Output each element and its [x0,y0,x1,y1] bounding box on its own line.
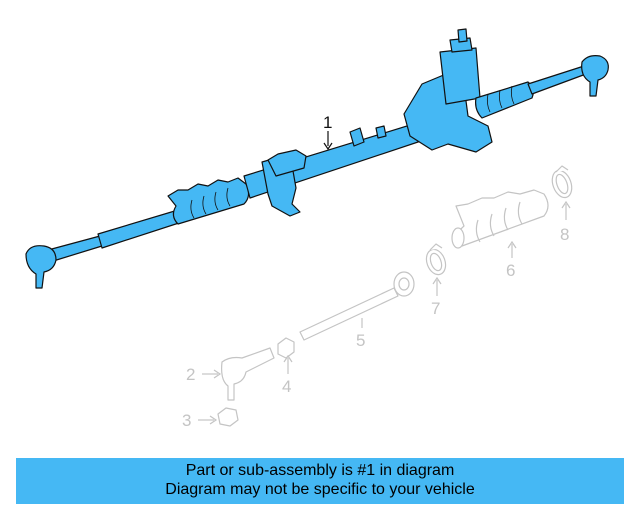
callout-6-label: 6 [506,261,515,280]
part-6-boot [451,189,549,249]
ghost-parts [217,165,573,427]
part-3-nut [217,407,239,427]
callout-3-label: 3 [182,411,191,430]
right-tie-rod-end [581,55,609,97]
right-boot [475,81,534,119]
left-tie-rod-end [25,245,57,289]
part-4-nut [277,337,295,359]
right-tie-rod [527,65,587,95]
part-7-clamp [425,243,447,276]
left-boot-ribs [190,187,231,219]
part-8-clamp [551,165,573,199]
pinion-housing [403,73,493,153]
callout-1: 1 [323,113,333,151]
banner-line-2: Diagram may not be specific to your vehi… [165,481,475,498]
housing-collar [349,127,365,147]
info-banner: Part or sub-assembly is #1 in diagram Di… [16,458,624,504]
part-5-inner-tie-rod [299,271,415,341]
banner-line-1: Part or sub-assembly is #1 in diagram [185,462,455,479]
right-boot-ribs [486,85,515,113]
left-inner-rod [97,209,183,249]
callout-1-label: 1 [323,113,332,132]
pinion-tower [439,47,481,105]
pinion-shaft [457,28,468,43]
left-boot [167,177,250,225]
callout-7-label: 7 [431,299,440,318]
housing-fitting [375,125,387,139]
callout-5-label: 5 [356,331,365,350]
callout-8-label: 8 [560,225,569,244]
part-2-tie-rod-end [221,347,275,401]
callout-4-label: 4 [282,377,291,396]
left-mount-cap [267,149,307,177]
steering-rack-assembly[interactable] [25,28,609,289]
callout-2-label: 2 [186,365,195,384]
ghost-leaders [198,200,571,425]
